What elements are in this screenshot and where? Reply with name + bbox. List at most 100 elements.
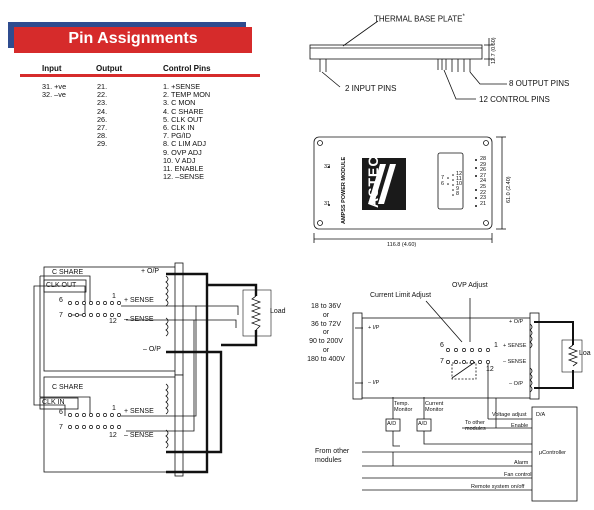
pin-dot — [452, 174, 454, 176]
to-other-text: modules — [465, 426, 486, 432]
load-label: Load — [270, 308, 286, 315]
da-label: D/A — [536, 412, 546, 418]
output-pin: 28. — [97, 131, 108, 141]
input-range: or — [322, 311, 330, 319]
astec-brand: ASTEC — [365, 155, 381, 208]
output-coil — [529, 367, 533, 393]
output-coil — [529, 323, 533, 349]
top-module-edge — [174, 262, 184, 376]
control-pin: 6. CLK IN — [163, 123, 195, 133]
from-other-text: modules — [315, 456, 342, 464]
thermal-plate-label: THERMAL BASE PLATE* — [374, 14, 465, 24]
width-dim-label: 116.8 (4.60) — [387, 242, 417, 248]
pin-number: 24 — [480, 178, 487, 185]
module-name-label: AMPSS POWER MODULE — [341, 156, 347, 224]
bottom-plus-sense: + SENSE — [124, 408, 154, 415]
clk-out-box — [43, 279, 87, 293]
control-pin-dots — [446, 348, 490, 364]
top-pin-12: 12 — [109, 318, 117, 325]
minus-op-label: – O/P — [143, 346, 161, 353]
to-other-text: To other — [465, 420, 485, 426]
thermal-plate-text: THERMAL BASE PLATE — [374, 14, 463, 24]
control-pin: 2. TEMP MON — [163, 90, 211, 100]
side-view-body — [309, 44, 483, 60]
clk-in-box — [39, 397, 79, 410]
module-outline — [313, 136, 493, 230]
control-diagram — [352, 298, 583, 502]
output-pin: 24. — [97, 106, 108, 116]
thermal-plate-mark: * — [462, 14, 465, 20]
control-pin: 10. V ADJ — [163, 155, 196, 165]
mounting-hole — [317, 140, 323, 146]
current-limit-label: Current Limit Adjust — [370, 292, 432, 299]
fan-control-label: Fan control — [504, 472, 532, 478]
pin-dot — [452, 189, 454, 191]
current-monitor-text: Monitor — [425, 407, 444, 413]
ctrl-pin-6: 6 — [440, 342, 444, 349]
parallel-pin-dots — [68, 301, 121, 429]
control-pin-numbers: 12 11 10 9 8 — [456, 171, 462, 197]
output-pins-label: 8 OUTPUT PINS — [509, 79, 570, 88]
alarm-label: Alarm — [514, 460, 529, 466]
sense-line — [126, 320, 195, 432]
astec-logo — [362, 158, 406, 210]
output-coil — [165, 275, 169, 449]
current-ad-label: A/D — [418, 421, 428, 427]
adjust-pot-box — [451, 362, 477, 380]
input-range: 180 to 400V — [307, 355, 345, 363]
pin-dot — [447, 183, 449, 185]
height-dim-label: 61.0 (2.40) — [506, 176, 512, 203]
thermal-plate-leader — [342, 20, 379, 47]
logo-stripe — [378, 164, 396, 204]
current-limit-leader — [425, 300, 463, 343]
output-pin: 27. — [97, 123, 108, 133]
control-pins-label: 12 CONTROL PINS — [479, 95, 550, 104]
top-pin-6: 6 — [59, 297, 63, 304]
output-bus — [534, 321, 574, 389]
pin-dot — [475, 189, 477, 191]
temp-monitor-text: Monitor — [394, 407, 413, 413]
pin-number: 8 — [456, 191, 460, 197]
pin-number: 22 — [480, 189, 487, 196]
top-pin-7: 7 — [59, 312, 63, 319]
pin-31-label: 31 — [324, 201, 331, 207]
control-pin: 11. ENABLE — [163, 164, 204, 174]
current-monitor-text: Current — [425, 401, 444, 407]
pin-dot — [475, 159, 477, 161]
pin-dot — [328, 166, 330, 168]
ctrl-plus-sense: + SENSE — [503, 343, 527, 349]
output-pin: 22. — [97, 90, 108, 100]
pin-32-label: 32 — [324, 164, 331, 170]
load-box — [242, 289, 272, 337]
pin-number: 28 — [480, 156, 487, 162]
pin-dot — [475, 167, 477, 169]
current-monitor-label: Current Monitor — [425, 401, 443, 413]
sense-line — [126, 319, 237, 328]
pin-dot — [452, 184, 454, 186]
parallel-diagram — [33, 262, 272, 477]
pin-dot — [475, 205, 477, 207]
bottom-module-outline — [43, 376, 180, 473]
controller-label: μController — [539, 450, 567, 456]
input-pin: 32. –ve — [42, 90, 66, 100]
bottom-pin-1: 1 — [112, 405, 116, 412]
output-pin: 23. — [97, 98, 108, 108]
mounting-hole — [483, 140, 489, 146]
pin-7-label: 7 — [441, 175, 445, 181]
voltage-adjust-label: Voltage adjust — [492, 412, 527, 418]
control-pin: 8. C LIM ADJ — [163, 139, 206, 149]
bottom-pin-6: 6 — [59, 409, 63, 416]
ctrl-minus-op: – O/P — [509, 381, 524, 387]
control-header-outline — [437, 152, 464, 210]
from-other-text: From other — [315, 448, 350, 455]
sense-line — [121, 306, 197, 417]
mounting-hole — [317, 220, 323, 226]
input-range: or — [322, 346, 330, 354]
input-range: or — [322, 329, 330, 337]
bottom-module-edge — [174, 374, 184, 477]
control-pin: 12. –SENSE — [163, 172, 204, 182]
top-view — [313, 136, 506, 243]
control-pin: 4. C SHARE — [163, 106, 204, 116]
output-pin: 21. — [97, 82, 108, 91]
